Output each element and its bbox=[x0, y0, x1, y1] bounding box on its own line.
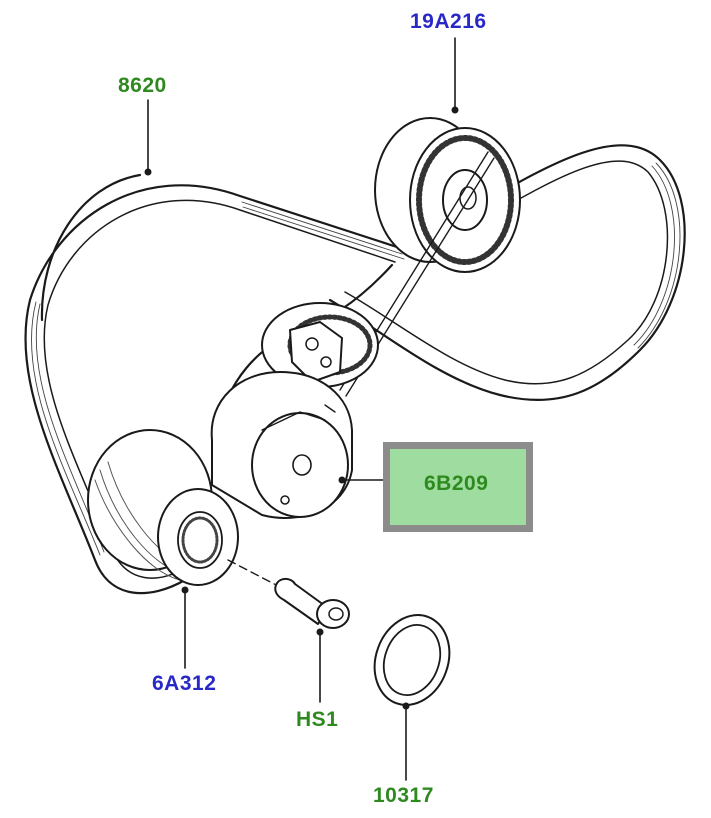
dot-tensioner bbox=[338, 476, 346, 484]
callout-washer[interactable]: 10317 bbox=[373, 784, 434, 807]
idler-pulley-teeth bbox=[416, 135, 514, 265]
tensioner-detail bbox=[261, 404, 336, 431]
crankshaft-pulley bbox=[87, 429, 239, 586]
callout-belt[interactable]: 8620 bbox=[118, 74, 167, 97]
belt-tensioner bbox=[210, 302, 379, 519]
bolt bbox=[227, 559, 350, 629]
dot-idler bbox=[451, 106, 459, 114]
tensioner-center-bore bbox=[292, 454, 312, 476]
belt-ribs bbox=[31, 162, 681, 556]
crank-pulley-splines bbox=[181, 516, 219, 564]
bolt-centerline bbox=[227, 559, 283, 589]
tensioner-face bbox=[251, 412, 349, 518]
tensioner-pin-hole bbox=[280, 495, 290, 505]
drive-belt bbox=[24, 144, 686, 595]
dot-washer bbox=[402, 702, 410, 710]
leader-dots bbox=[144, 106, 459, 710]
idler-pulley-hub bbox=[442, 169, 488, 231]
callout-crank-pulley[interactable]: 6A312 bbox=[152, 672, 217, 695]
crank-pulley-hub bbox=[177, 511, 223, 569]
tensioner-arm bbox=[289, 321, 343, 383]
idler-pulley bbox=[374, 117, 521, 273]
tensioner-arm-hole-1 bbox=[305, 337, 319, 351]
belt-outer-edge bbox=[24, 144, 686, 595]
callout-bolt[interactable]: HS1 bbox=[296, 708, 339, 731]
dot-bolt bbox=[316, 628, 324, 636]
washer bbox=[373, 614, 451, 706]
bolt-head bbox=[316, 599, 350, 629]
dot-belt bbox=[144, 168, 152, 176]
callout-tensioner[interactable]: 6B209 bbox=[424, 472, 489, 495]
callout-tensioner-highlight[interactable]: 6B209 bbox=[383, 442, 533, 532]
washer-inner bbox=[382, 624, 442, 696]
callout-idler-pulley[interactable]: 19A216 bbox=[410, 10, 487, 33]
tensioner-arm-hole-2 bbox=[320, 356, 332, 368]
bolt-socket bbox=[328, 607, 344, 621]
dot-crank bbox=[181, 586, 189, 594]
belt-inner-edge bbox=[43, 160, 669, 579]
